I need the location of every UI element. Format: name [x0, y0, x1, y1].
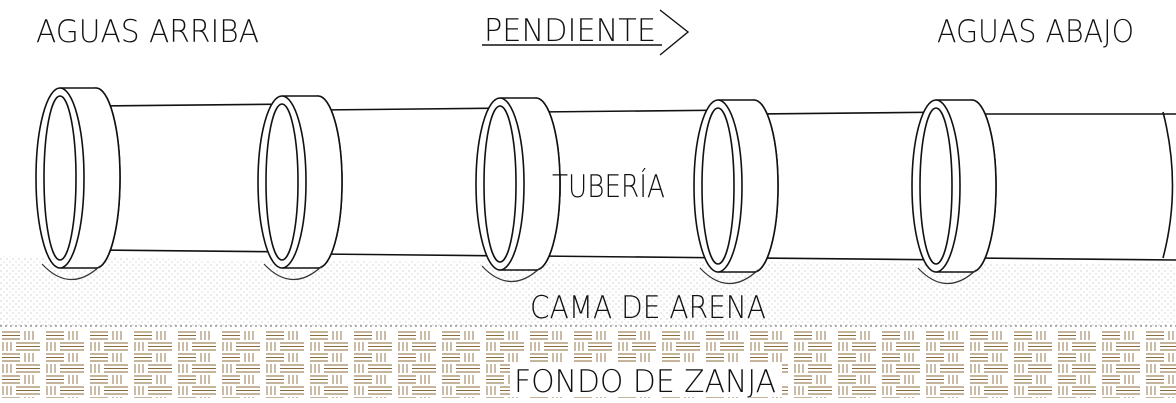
socket-inner-rim	[265, 103, 299, 261]
socket-back-arc	[95, 87, 121, 269]
sand-bed-label: CAMA DE ARENA	[530, 290, 766, 326]
pipe-segment-bottom-edge	[753, 257, 957, 261]
joint-bedding-curve	[699, 267, 759, 285]
pipe-segment-top-edge	[317, 107, 521, 111]
socket-back-arc	[317, 95, 343, 269]
slope-label: PENDIENTE	[484, 13, 656, 49]
socket-inner-rim	[43, 95, 77, 261]
trench-label-background	[510, 362, 782, 396]
joint-bedding-curve	[917, 267, 977, 285]
upstream-label: AGUAS ARRIBA	[36, 14, 259, 50]
downstream-label: AGUAS ABAJO	[937, 14, 1134, 50]
pipe-label: TUBERÍA	[552, 169, 665, 205]
joint-bedding-curve	[481, 265, 541, 283]
socket-back-arc	[971, 99, 997, 273]
socket-inner-rim	[919, 107, 953, 265]
sand-bed-region	[0, 256, 1176, 326]
pipe-segment-bottom-edge	[971, 257, 1176, 261]
socket-inner-rim	[483, 105, 517, 263]
pipe-segment-body	[972, 114, 1176, 258]
joint-bedding-curve	[41, 263, 101, 281]
trench-bottom-label: FONDO DE ZANJA	[514, 364, 776, 398]
socket-back-arc	[535, 97, 561, 271]
pipe-segment-top-edge	[535, 109, 739, 113]
pipe-segment-top-edge	[95, 103, 303, 107]
pipe-segment-body	[96, 106, 302, 250]
socket-inner-rim	[701, 107, 735, 265]
joint-bedding-curve	[263, 263, 323, 281]
pipe-assembly	[35, 87, 1176, 285]
pipe-segment-body	[536, 112, 738, 256]
socket-back-arc	[753, 99, 779, 273]
pipe-segment-top-edge	[753, 111, 957, 115]
pipe-segment-body	[318, 110, 520, 254]
slope-arrow-icon	[659, 9, 690, 56]
pipe-segment-body	[754, 114, 956, 258]
pipe-end-curve	[1162, 111, 1174, 259]
